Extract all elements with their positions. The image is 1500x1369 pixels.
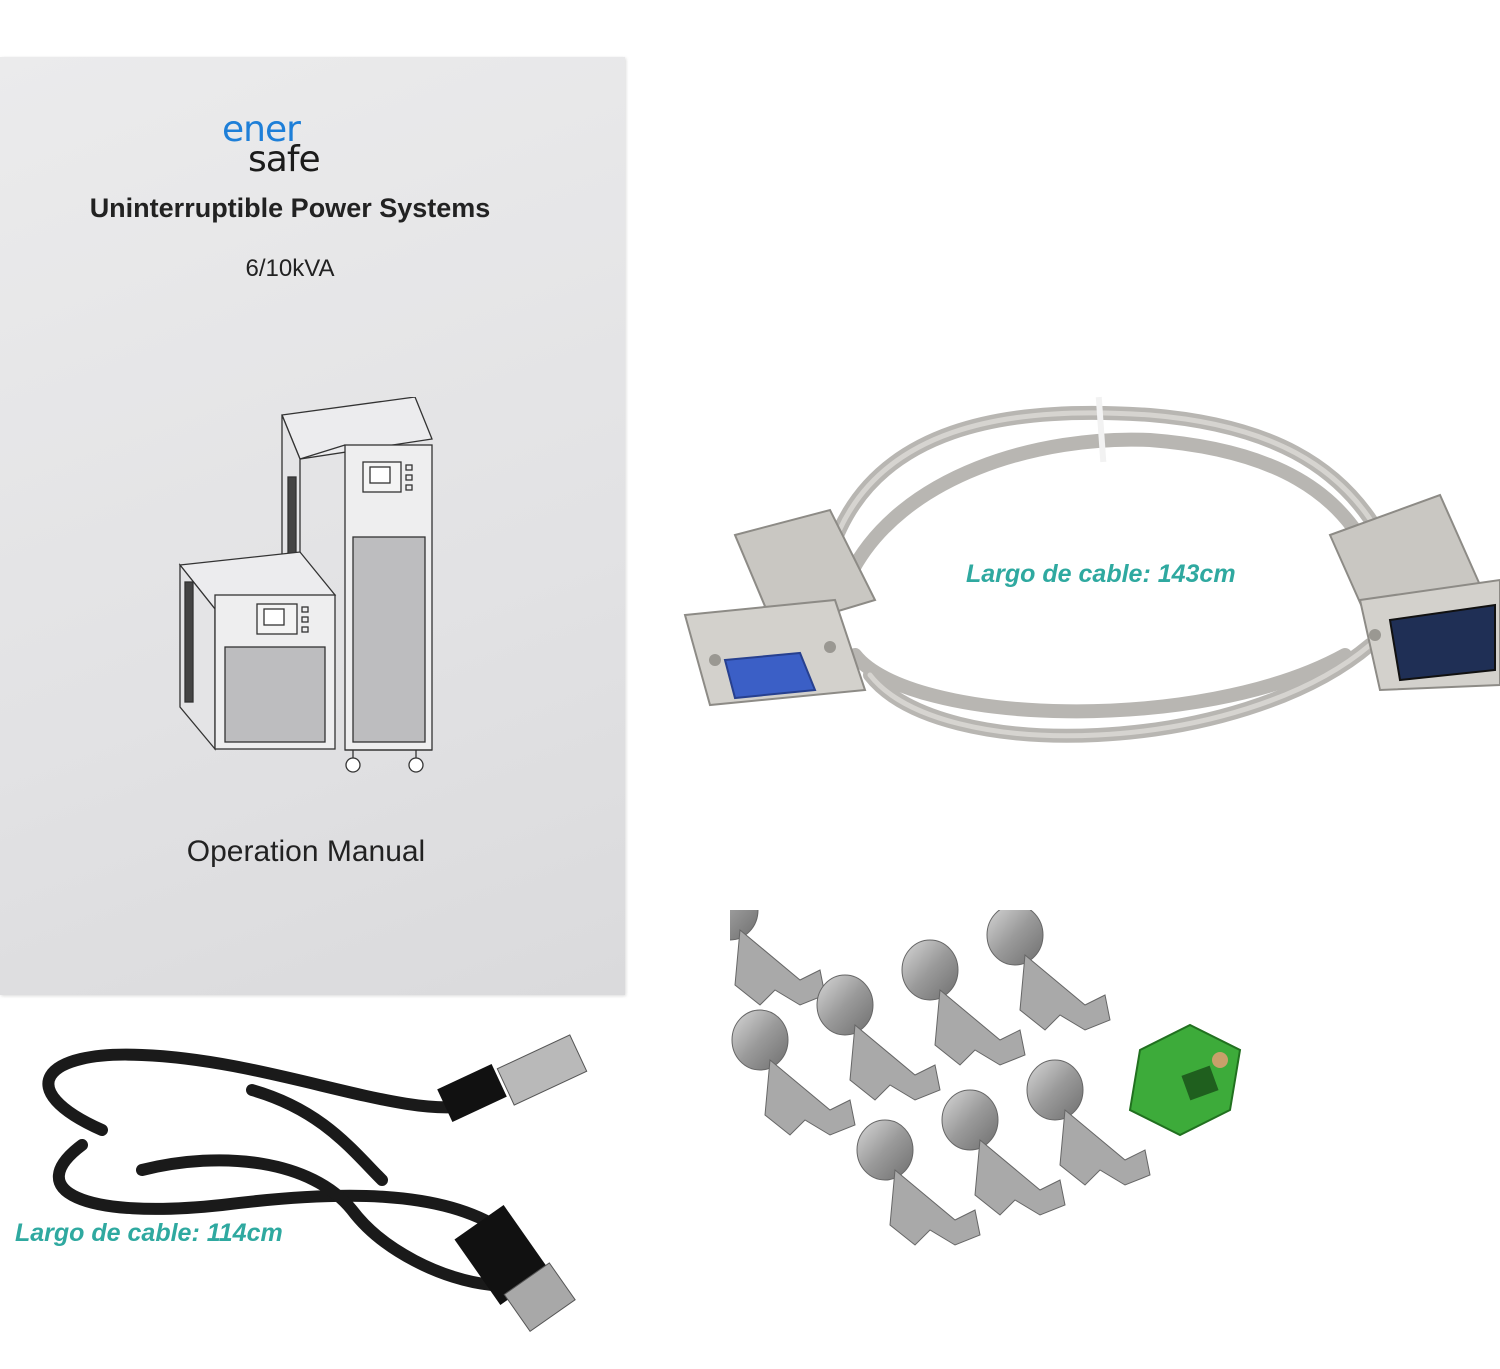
logo-text-bottom: safe xyxy=(248,139,321,180)
operation-manual: ener safe Uninterruptible Power Systems … xyxy=(0,57,625,995)
manual-title: Uninterruptible Power Systems xyxy=(89,193,491,223)
usb-cable-length-caption: Largo de cable: 114cm xyxy=(15,1219,283,1247)
enersafe-logo: ener safe xyxy=(220,112,360,182)
manual-subtitle: 6/10kVA xyxy=(245,255,335,282)
spade-terminals-photo xyxy=(730,910,1242,1246)
green-terminal-block xyxy=(1128,1023,1242,1137)
ups-illustration xyxy=(178,397,433,773)
serial-cable-photo xyxy=(683,396,1500,743)
spade-terminal xyxy=(730,910,826,1006)
logo-text-top: ener xyxy=(222,109,301,150)
manual-footer: Operation Manual xyxy=(186,835,426,868)
usb-cable-photo xyxy=(42,1034,588,1333)
serial-cable-length-caption: Largo de cable: 143cm xyxy=(966,560,1236,588)
